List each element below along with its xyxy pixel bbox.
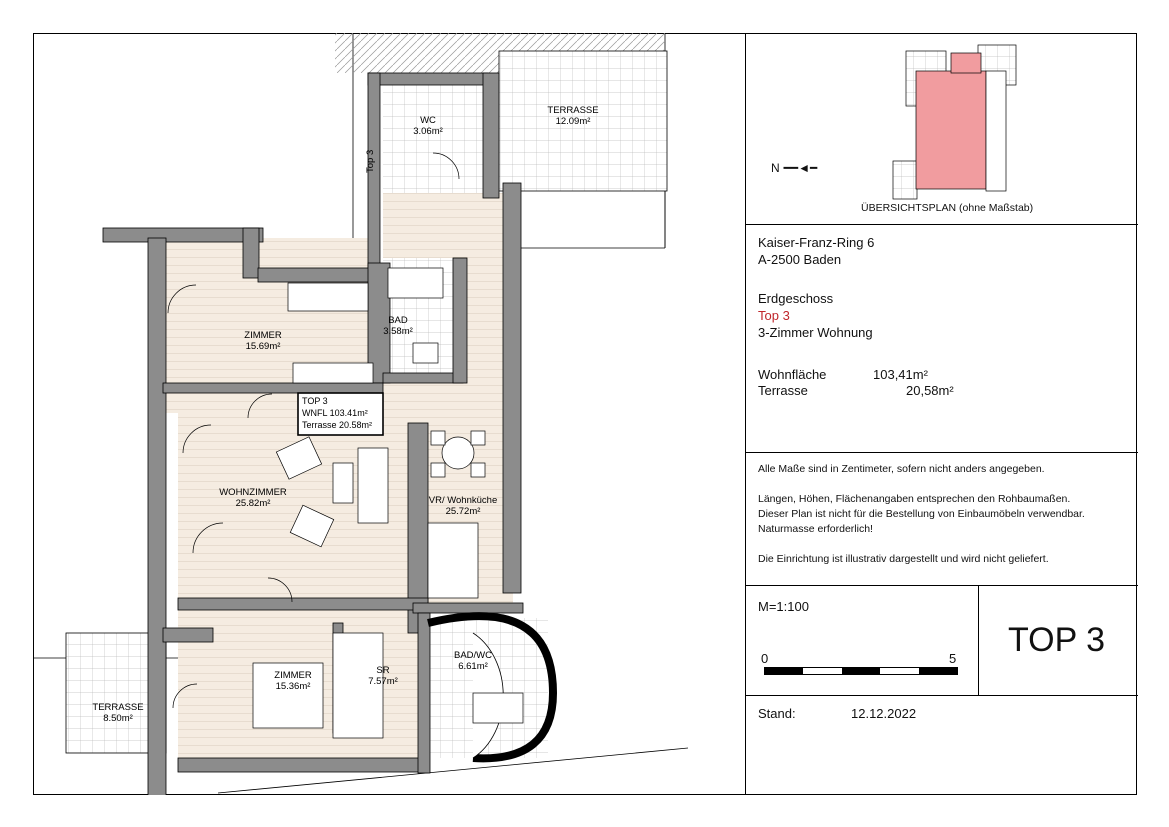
area-label: Wohnfläche: [758, 367, 827, 382]
doors: [167, 152, 460, 709]
note-1: Alle Maße sind in Zentimeter, sofern nic…: [758, 463, 1045, 475]
status-label: Stand:: [758, 706, 796, 721]
furniture: [252, 267, 524, 739]
summary-box: TOP 3 WNFL 103.41m² Terrasse 20.58m²: [297, 392, 384, 436]
area-value: 103,41m²: [873, 367, 928, 382]
terrace-value: 20,58m²: [906, 383, 954, 398]
status-date: 12.12.2022: [851, 706, 917, 721]
divider: [978, 586, 979, 696]
street: Kaiser-Franz-Ring 6: [758, 235, 875, 250]
info-panel: N━━◄━ ÜBERSICHTSPLAN (ohne Maßstab) Kais…: [745, 33, 1138, 795]
scale-label: M=1:100: [758, 599, 809, 614]
walls: [102, 72, 524, 799]
highlighted-unit: [915, 70, 987, 190]
unit: Top 3: [758, 308, 790, 323]
scale-start: 0: [761, 651, 769, 666]
terrace-top-tiles: [498, 50, 668, 192]
scale-end: 5: [949, 651, 957, 666]
note-3: Dieser Plan ist nicht für die Bestellung…: [758, 508, 1085, 520]
bay-window-wall: [427, 612, 558, 763]
floor: Erdgeschoss: [758, 291, 834, 306]
note-4: Naturmasse erforderlich!: [758, 523, 873, 535]
north-arrow-icon: N━━◄━: [771, 161, 818, 175]
overview-plan: [892, 44, 1017, 200]
unit-type: 3-Zimmer Wohnung: [758, 325, 873, 340]
address-section: Kaiser-Franz-Ring 6 A-2500 Baden Erdgesc…: [746, 225, 1138, 453]
note-5: Die Einrichtung ist illustrativ dargeste…: [758, 553, 1049, 565]
svg-text:Terrasse 20.58m²: Terrasse 20.58m²: [302, 420, 372, 430]
status-section: Stand: 12.12.2022: [746, 696, 1138, 795]
overview-caption: ÜBERSICHTSPLAN (ohne Maßstab): [861, 202, 1034, 214]
overview-section: N━━◄━ ÜBERSICHTSPLAN (ohne Maßstab): [746, 33, 1138, 225]
note-2: Längen, Höhen, Flächenangaben entspreche…: [758, 493, 1071, 505]
entrance-label: Top 3: [365, 150, 376, 173]
city: A-2500 Baden: [758, 252, 842, 267]
svg-text:WNFL 103.41m²: WNFL 103.41m²: [302, 408, 368, 418]
scale-bar: [764, 667, 958, 675]
terrace-label: Terrasse: [758, 383, 808, 398]
title-block: TOP 3: [1008, 621, 1106, 659]
scale-section: M=1:100 0 5 TOP 3: [746, 586, 1138, 696]
notes-section: Alle Maße sind in Zentimeter, sofern nic…: [746, 453, 1138, 586]
svg-text:TOP 3: TOP 3: [302, 396, 328, 406]
